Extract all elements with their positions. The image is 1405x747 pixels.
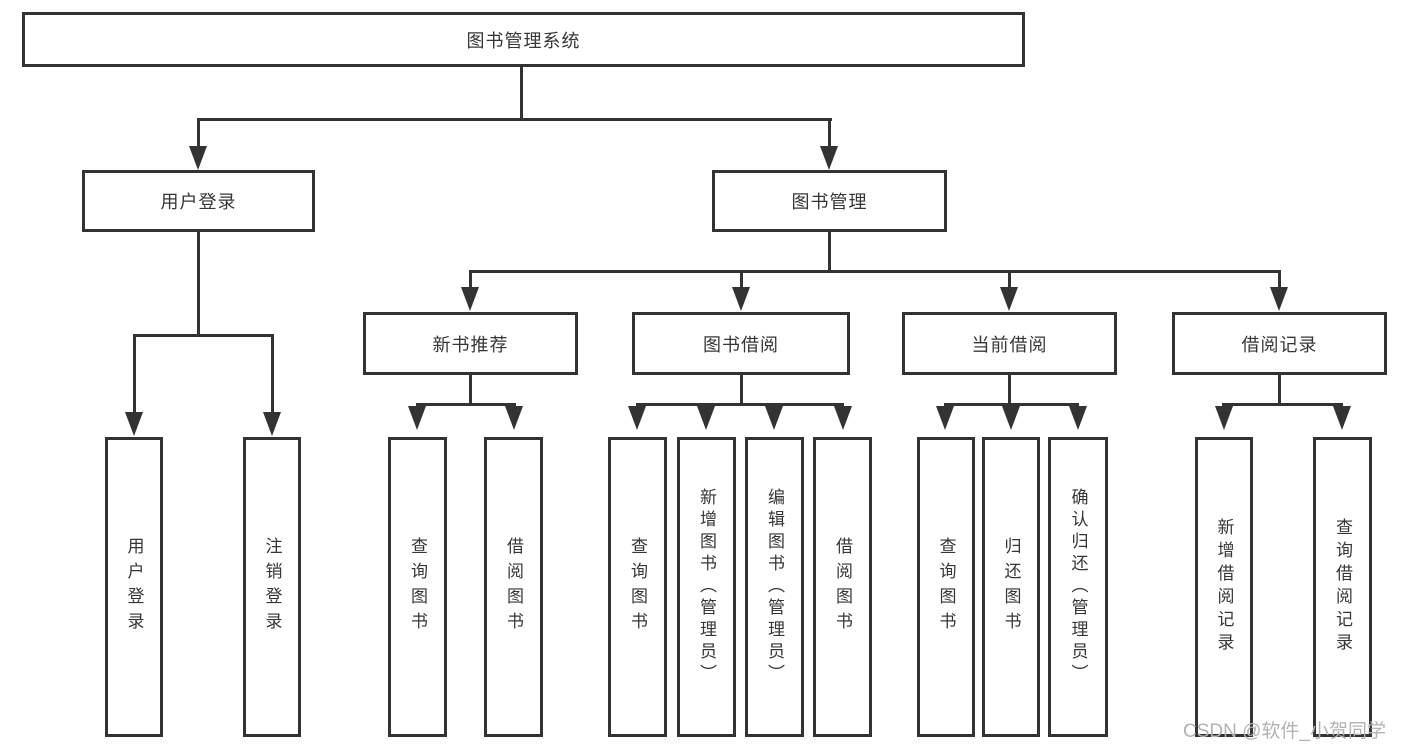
- node-book-borrow: 图书借阅: [632, 312, 850, 375]
- arrowhead-bb-query: [628, 406, 646, 430]
- connector-book-borrow-branch: [636, 403, 844, 406]
- connector-borrow-records-drop: [1278, 270, 1281, 288]
- leaf-user-login-label: 用户登录: [124, 537, 144, 637]
- arrowhead-cb-return: [1002, 406, 1020, 430]
- arrowhead-user-login: [189, 146, 207, 170]
- connector-leaf-login-drop: [133, 334, 136, 413]
- leaf-bb-edit-books: 编辑图书（管理员）: [745, 437, 804, 737]
- arrowhead-new-books: [461, 287, 479, 311]
- leaf-cb-return-books: 归还图书: [982, 437, 1040, 737]
- connector-new-books-branch: [416, 403, 516, 406]
- connector-borrow-records-branch: [1222, 403, 1343, 406]
- node-new-books-label: 新书推荐: [432, 334, 509, 355]
- node-current-borrow-label: 当前借阅: [971, 334, 1048, 355]
- arrowhead-cb-query: [936, 406, 954, 430]
- connector-user-login-branch: [133, 334, 274, 337]
- leaf-cb-query-books-label: 查询图书: [936, 537, 956, 637]
- connector-current-borrow-drop: [1008, 270, 1011, 288]
- leaf-user-login: 用户登录: [105, 437, 163, 737]
- leaf-bb-query-books: 查询图书: [608, 437, 667, 737]
- connector-user-login-stem: [197, 232, 200, 336]
- arrowhead-leaf-logout: [263, 412, 281, 436]
- node-new-books: 新书推荐: [363, 312, 578, 375]
- csdn-watermark: CSDN @软件_小贺同学: [1183, 721, 1386, 742]
- leaf-bb-borrow-books-label: 借阅图书: [833, 537, 852, 637]
- node-borrow-records-label: 借阅记录: [1241, 334, 1318, 355]
- node-root-label: 图书管理系统: [466, 30, 581, 51]
- leaf-nb-borrow-books-label: 借阅图书: [504, 537, 523, 637]
- leaf-br-query-record: 查询借阅记录: [1313, 437, 1372, 737]
- arrowhead-book-borrow: [732, 287, 750, 311]
- node-user-login-label: 用户登录: [160, 192, 237, 212]
- leaf-bb-query-books-label: 查询图书: [628, 537, 647, 637]
- leaf-logout: 注销登录: [243, 437, 301, 737]
- connector-root-stem: [520, 67, 523, 119]
- leaf-br-add-record-label: 新增借阅记录: [1214, 518, 1234, 656]
- leaf-nb-query-books: 查询图书: [388, 437, 447, 737]
- arrowhead-book-mgmt: [820, 146, 838, 170]
- node-book-mgmt: 图书管理: [712, 170, 947, 232]
- leaf-cb-confirm-return: 确认归还（管理员）: [1048, 437, 1108, 737]
- leaf-nb-query-books-label: 查询图书: [408, 537, 427, 637]
- arrowhead-current-borrow: [1000, 287, 1018, 311]
- arrowhead-leaf-login: [125, 412, 143, 436]
- connector-new-books-stem: [469, 375, 472, 405]
- arrowhead-bb-add: [697, 406, 715, 430]
- arrowhead-br-add: [1215, 406, 1233, 430]
- arrowhead-bb-edit: [765, 406, 783, 430]
- arrowhead-borrow-records: [1270, 287, 1288, 311]
- arrowhead-br-query: [1333, 406, 1351, 430]
- node-user-login: 用户登录: [82, 170, 315, 232]
- node-current-borrow: 当前借阅: [902, 312, 1117, 375]
- connector-user-login-drop: [197, 118, 200, 148]
- leaf-bb-add-books: 新增图书（管理员）: [677, 437, 736, 737]
- leaf-nb-borrow-books: 借阅图书: [484, 437, 543, 737]
- connector-leaf-logout-drop: [271, 334, 274, 413]
- connector-book-borrow-stem: [740, 375, 743, 405]
- connector-new-books-drop: [469, 270, 472, 288]
- node-borrow-records: 借阅记录: [1172, 312, 1387, 375]
- leaf-bb-add-books-label: 新增图书（管理员）: [697, 488, 716, 686]
- leaf-logout-label: 注销登录: [262, 537, 282, 637]
- connector-current-borrow-branch: [944, 403, 1079, 406]
- node-book-mgmt-label: 图书管理: [791, 192, 868, 212]
- node-root: 图书管理系统: [22, 12, 1025, 67]
- leaf-br-query-record-label: 查询借阅记录: [1333, 518, 1352, 656]
- leaf-cb-confirm-return-label: 确认归还（管理员）: [1068, 488, 1088, 686]
- arrowhead-nb-query: [408, 406, 426, 430]
- connector-current-borrow-stem: [1008, 375, 1011, 405]
- leaf-bb-borrow-books: 借阅图书: [813, 437, 872, 737]
- connector-book-borrow-drop: [740, 270, 743, 288]
- leaf-cb-query-books: 查询图书: [917, 437, 975, 737]
- connector-root-branch: [197, 118, 832, 121]
- connector-book-mgmt-drop: [828, 118, 831, 148]
- arrowhead-bb-borrow: [834, 406, 852, 430]
- arrowhead-nb-borrow: [505, 406, 523, 430]
- leaf-bb-edit-books-label: 编辑图书（管理员）: [765, 488, 784, 686]
- leaf-br-add-record: 新增借阅记录: [1195, 437, 1253, 737]
- connector-borrow-records-stem: [1278, 375, 1281, 405]
- leaf-cb-return-books-label: 归还图书: [1001, 537, 1021, 637]
- node-book-borrow-label: 图书借阅: [703, 334, 779, 355]
- connector-book-mgmt-stem: [828, 232, 831, 272]
- connector-level3-branch: [469, 270, 1281, 273]
- arrowhead-cb-confirm: [1069, 406, 1087, 430]
